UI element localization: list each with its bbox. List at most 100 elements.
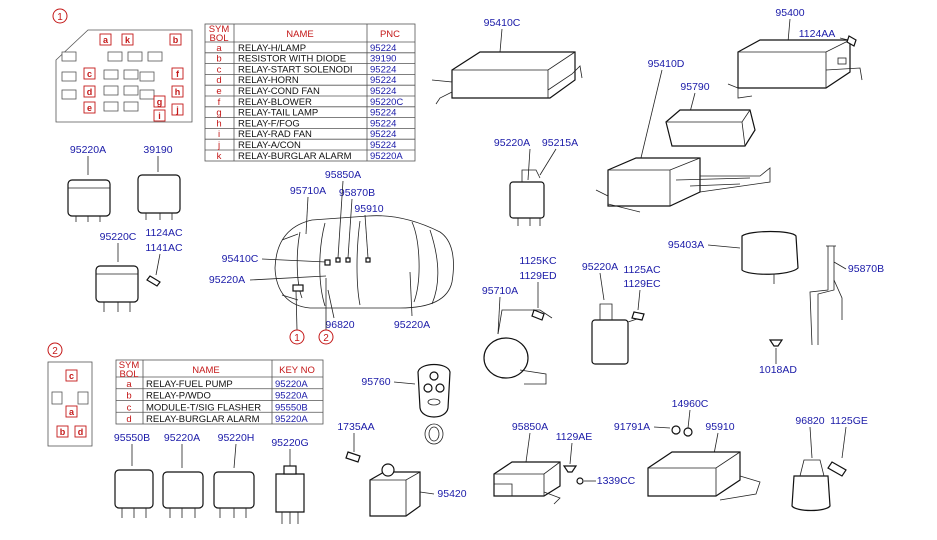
table2-key-header: KEY NO — [279, 365, 315, 376]
relay-slot-box1-letter: c — [87, 69, 92, 79]
table2-key: 95220A — [275, 414, 308, 425]
module-95410C — [431, 51, 583, 105]
part-label-95850A: 95850A — [512, 421, 548, 433]
table1-name: RELAY-BURGLAR ALARM — [238, 151, 352, 162]
part-label-95910: 95910 — [705, 421, 734, 433]
fuse-slot — [77, 391, 89, 405]
table1-sym: h — [216, 118, 221, 129]
module-95790 — [665, 109, 756, 147]
table1-pnc-header: PNC — [380, 29, 400, 40]
relay-slot-box1-letter: k — [125, 35, 131, 45]
table1-name: RELAY-TAIL LAMP — [238, 108, 318, 119]
relay-slot-box1-letter: a — [103, 35, 109, 45]
relay-95220A-bottom — [162, 471, 204, 518]
table1-name: RELAY-A/CON — [238, 140, 301, 151]
fuse-slot — [123, 101, 139, 112]
callout-2-number: 2 — [52, 346, 58, 357]
relay-slot-box1 — [99, 33, 112, 46]
relay-slot-box1 — [121, 33, 134, 46]
relay-slot-box1-letter: b — [173, 35, 179, 45]
table2-rows: a RELAY-FUEL PUMP 95220A b RELAY-P/WDO 95220A… — [116, 379, 323, 425]
table1-sym: k — [217, 151, 222, 162]
fuse-slot — [123, 69, 139, 80]
part-label-1125KC: 1125KC — [519, 255, 557, 267]
table1-name: RELAY-H/LAMP — [238, 43, 306, 54]
table2-key: 95550B — [275, 402, 308, 413]
relay-slot-box2 — [65, 369, 78, 382]
callout-2-car: 2 — [318, 278, 334, 345]
fuse-slot — [61, 71, 77, 82]
fuse-slot — [51, 391, 63, 405]
table2-sym: d — [126, 414, 131, 425]
part-label-1129EC: 1129EC — [623, 278, 661, 290]
relay-slot-box1 — [171, 85, 184, 98]
relay-slot-box2-letter: a — [69, 407, 75, 417]
relay-95220H — [213, 471, 255, 518]
part-label-96820: 96820 — [795, 415, 824, 427]
siren-95420 — [369, 463, 421, 517]
relay-slot-box1 — [83, 67, 96, 80]
relay-slot-box1-letter: j — [175, 105, 179, 115]
relay-95220G — [275, 465, 305, 524]
relay-slot-box2-letter: b — [60, 427, 66, 437]
table1-name: RELAY-RAD FAN — [238, 129, 312, 140]
relay-slot-box1-letter: e — [87, 103, 92, 113]
table2-name: RELAY-P/WDO — [146, 391, 211, 402]
screw-icon-1018AD — [768, 339, 784, 347]
table1-sym-header: SYM — [209, 24, 230, 35]
table1-name: RELAY-BLOWER — [238, 97, 312, 108]
table2-sym: c — [127, 402, 132, 413]
fuse-slot — [103, 85, 119, 96]
part-label-95220A-right: 95220A — [582, 261, 618, 273]
table1-name: RELAY-HORN — [238, 75, 299, 86]
part-label-95220A-mid: 95220A — [494, 137, 530, 149]
relay-95220C — [95, 265, 139, 312]
bolt-icon-1129ED — [531, 309, 545, 321]
fuse-slot — [127, 51, 143, 62]
part-label-95550B: 95550B — [114, 432, 150, 444]
part-label-95220C: 95220C — [100, 231, 137, 243]
vehicle-outline — [274, 215, 454, 309]
table1-sym: c — [217, 64, 222, 75]
part-label-95220A-car-right: 95220A — [394, 319, 430, 331]
relay-slot-box1 — [83, 101, 96, 114]
part-label-1125GE: 1125GE — [830, 415, 868, 427]
callout-1: 1 — [52, 8, 68, 24]
part-label-95870B: 95870B — [848, 263, 884, 275]
part-label-91791A: 91791A — [614, 421, 650, 433]
screw-icon-1129AE — [562, 465, 578, 473]
fuse-slot — [123, 85, 139, 96]
part-label-1129ED: 1129ED — [519, 270, 557, 282]
table2-key: 95220A — [275, 379, 308, 390]
clip-icon-91791A — [671, 425, 693, 437]
part-label-95220A-bottom: 95220A — [164, 432, 200, 444]
part-label-39190: 39190 — [143, 144, 172, 156]
part-label-95220A: 95220A — [70, 144, 106, 156]
table2-name-header: NAME — [192, 365, 219, 376]
sensor-95870B — [809, 245, 843, 346]
part-label-95410D: 95410D — [648, 58, 685, 70]
fuse-slot — [139, 71, 155, 82]
table1-sym: a — [216, 43, 222, 54]
table2-sym: b — [126, 391, 131, 402]
fuse-slot — [103, 69, 119, 80]
table1-sym: d — [216, 75, 221, 86]
callout-2: 2 — [47, 342, 63, 358]
table2-sym: a — [126, 379, 132, 390]
relay-slot-box2-letter: d — [78, 427, 84, 437]
flasher-95550B — [114, 469, 154, 518]
key-fob-95760 — [417, 363, 451, 445]
table2-name: RELAY-FUEL PUMP — [146, 379, 233, 390]
table2-bol-header: BOL — [119, 369, 138, 380]
fuse-slot — [61, 89, 77, 100]
part-label-95710A-car: 95710A — [290, 185, 326, 197]
part-label-1339CC: 1339CC — [597, 475, 636, 487]
relay-slot-box2 — [56, 425, 69, 438]
table2-name: MODULE-T/SIG FLASHER — [146, 402, 261, 413]
relay-slot-box1 — [171, 103, 184, 116]
relay-slot-box1 — [153, 109, 166, 122]
callout-1-car-number: 1 — [294, 333, 300, 344]
table1-sym: g — [216, 108, 221, 119]
